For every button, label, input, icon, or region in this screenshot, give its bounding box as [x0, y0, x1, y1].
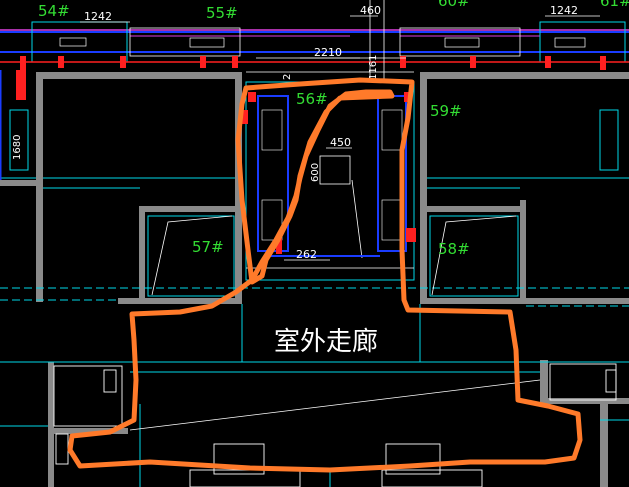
dimension-labels: 1242 460 2210 450 262 1242 1680 600 2 11… [12, 4, 578, 261]
central-shaft [240, 0, 416, 281]
room-diagonals [129, 179, 541, 431]
dimension-lines [80, 15, 600, 261]
room-label-54: 54# [38, 2, 70, 20]
dim-1242-right: 1242 [550, 4, 578, 17]
dim-2210: 2210 [314, 46, 342, 59]
dim-1680: 1680 [12, 135, 23, 160]
left-equipment [0, 70, 619, 180]
outdoor-corridor-label: 室外走廊 [274, 327, 378, 357]
room-label-61: 61# [600, 0, 629, 10]
room-label-56: 56# [296, 90, 328, 108]
room-label-60: 60# [438, 0, 470, 10]
walls [0, 72, 629, 487]
room-outlines [0, 177, 629, 487]
dim-450: 450 [330, 136, 351, 149]
room-label-59: 59# [430, 102, 462, 120]
room-label-55: 55# [206, 4, 238, 22]
dim-1242-left: 1242 [84, 10, 112, 23]
room-label-57: 57# [192, 238, 224, 256]
room-label-58: 58# [438, 240, 470, 258]
dim-2: 2 [282, 74, 293, 80]
room-labels: 54# 55# 56# 57# 58# 59# 60# 61# [38, 0, 629, 258]
dim-460: 460 [360, 4, 381, 17]
top-duct-system [0, 21, 629, 70]
dim-262: 262 [296, 248, 317, 261]
dim-600: 600 [310, 163, 321, 182]
dim-1161: 1161 [368, 55, 379, 80]
orange-markup-outline [67, 77, 583, 473]
